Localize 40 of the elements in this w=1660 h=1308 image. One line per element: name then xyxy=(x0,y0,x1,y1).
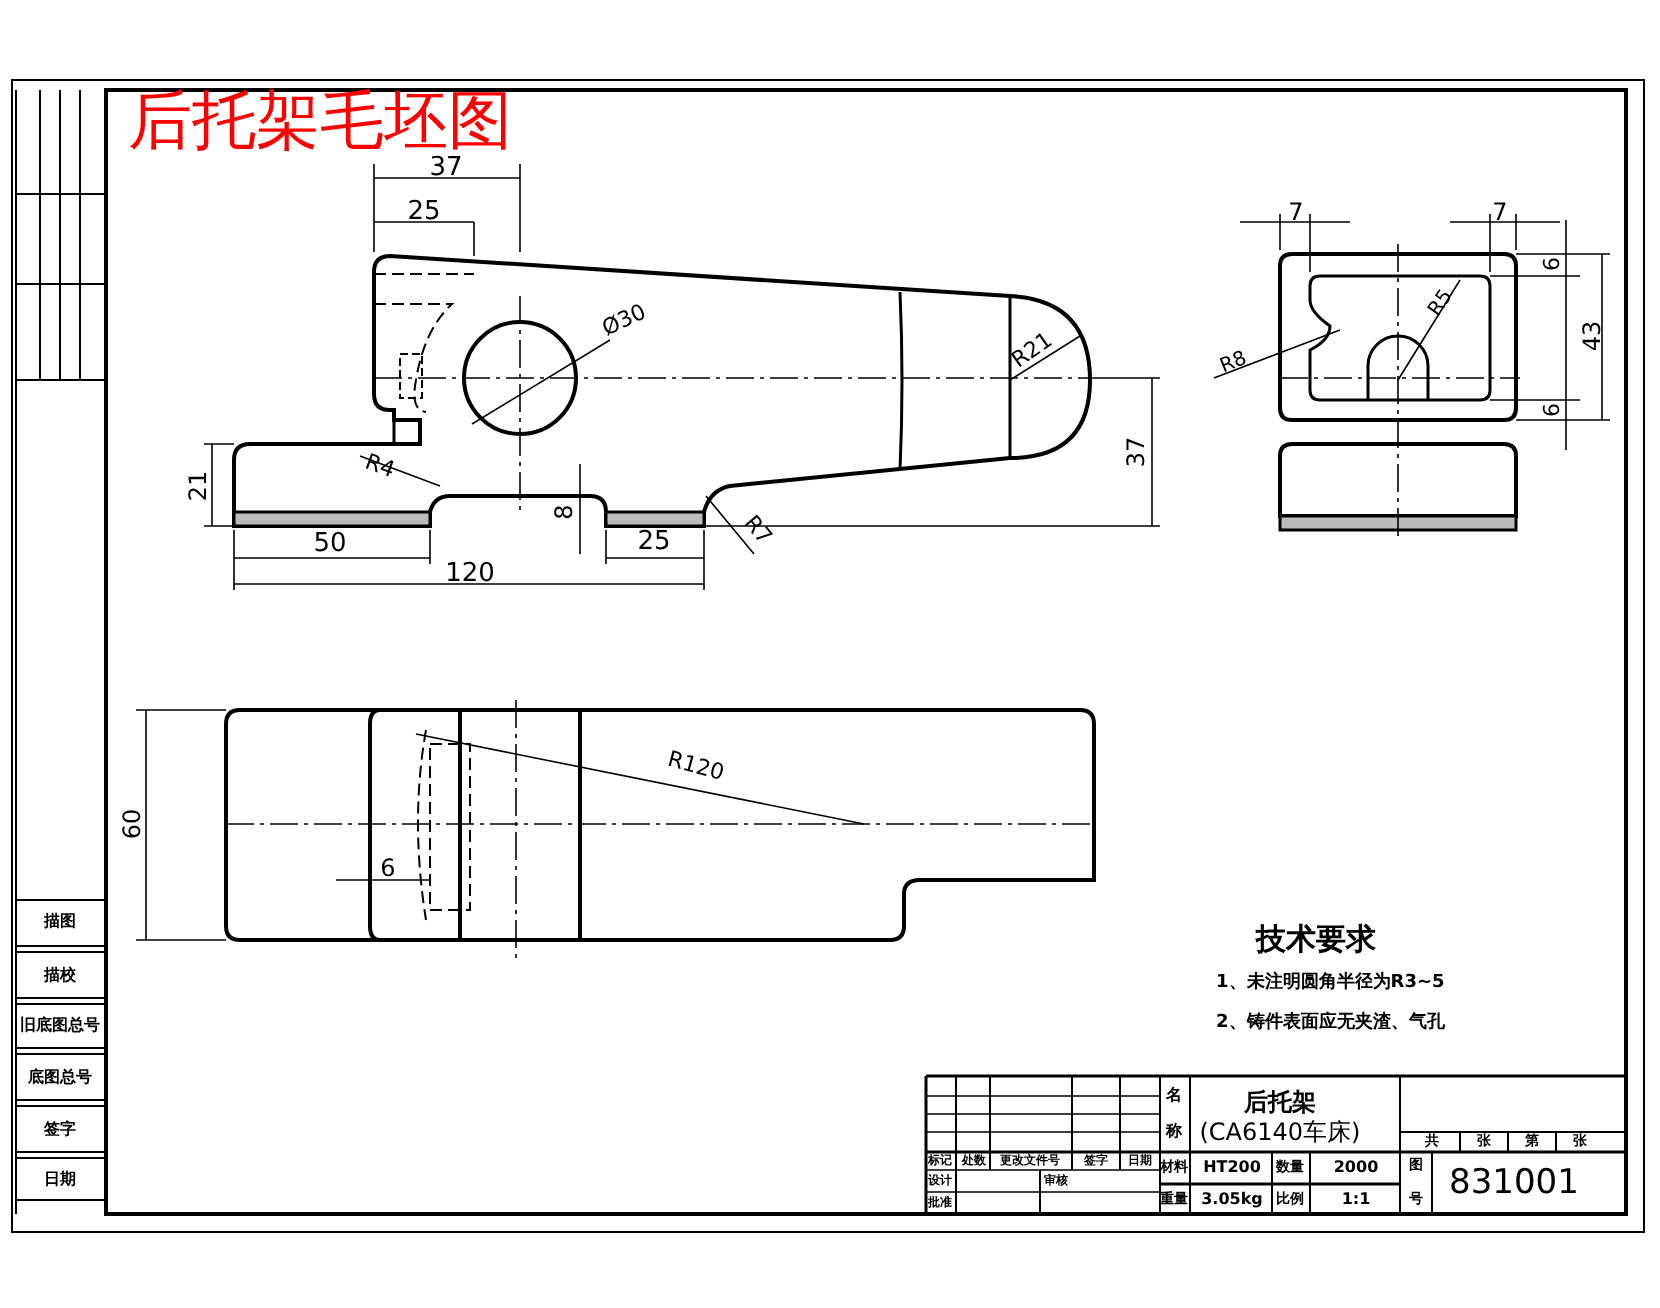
dimension-text: 60 xyxy=(120,808,144,840)
title-block-text: 3.05kg xyxy=(1201,1192,1263,1208)
dimension-text: 21 xyxy=(186,470,210,502)
dimension-text: 50 xyxy=(313,531,347,557)
dimension-text: 7 xyxy=(1288,200,1304,224)
note-text: 1、未注明圆角半径为R3~5 xyxy=(1216,975,1445,993)
title-block-text: 日期 xyxy=(44,1172,76,1188)
dimension-text: 37 xyxy=(429,155,463,181)
title-block-text: 描图 xyxy=(44,914,76,930)
dimension-text: 25 xyxy=(407,199,441,225)
title-block-text: 1:1 xyxy=(1341,1192,1371,1208)
dimension-text: R120 xyxy=(665,747,727,785)
title-block-text: 名 xyxy=(1166,1088,1182,1104)
dimension-text: R21 xyxy=(1007,328,1057,372)
title-block-text: 描校 xyxy=(44,968,76,984)
dimension-text: 120 xyxy=(445,561,495,587)
dimension-text: 7 xyxy=(1492,200,1508,224)
dimension-text: 37 xyxy=(1124,436,1148,468)
part-name: (CA6140车床) xyxy=(1199,1120,1361,1144)
dimension-text: 6 xyxy=(380,856,396,880)
title-block-text: 831001 xyxy=(1449,1167,1579,1201)
dimension-text: 6 xyxy=(1541,403,1563,417)
dimension-text: 25 xyxy=(637,529,671,555)
title-block-text: 旧底图总号 xyxy=(20,1018,100,1034)
part-name: 后托架 xyxy=(1244,1090,1316,1114)
title-block-text: 称 xyxy=(1166,1124,1182,1140)
title: 后托架毛坯图 xyxy=(128,88,512,152)
dimension-text: Ø30 xyxy=(598,300,650,340)
title-block-text: 底图总号 xyxy=(28,1070,92,1086)
dimension-text: R4 xyxy=(362,450,398,482)
heading: 技术要求 xyxy=(1256,925,1376,955)
title-block-text: HT200 xyxy=(1203,1160,1261,1176)
dimension-text: R7 xyxy=(740,511,776,549)
dimension-text: 43 xyxy=(1580,320,1604,352)
dimension-text: R8 xyxy=(1217,349,1251,379)
note-text: 2、铸件表面应无夹渣、气孔 xyxy=(1216,1015,1445,1033)
title-block-text: 2000 xyxy=(1333,1160,1379,1176)
dimension-text: 6 xyxy=(1541,257,1563,271)
dimension-text: 8 xyxy=(552,504,576,520)
title-block-text: 签字 xyxy=(44,1122,76,1138)
